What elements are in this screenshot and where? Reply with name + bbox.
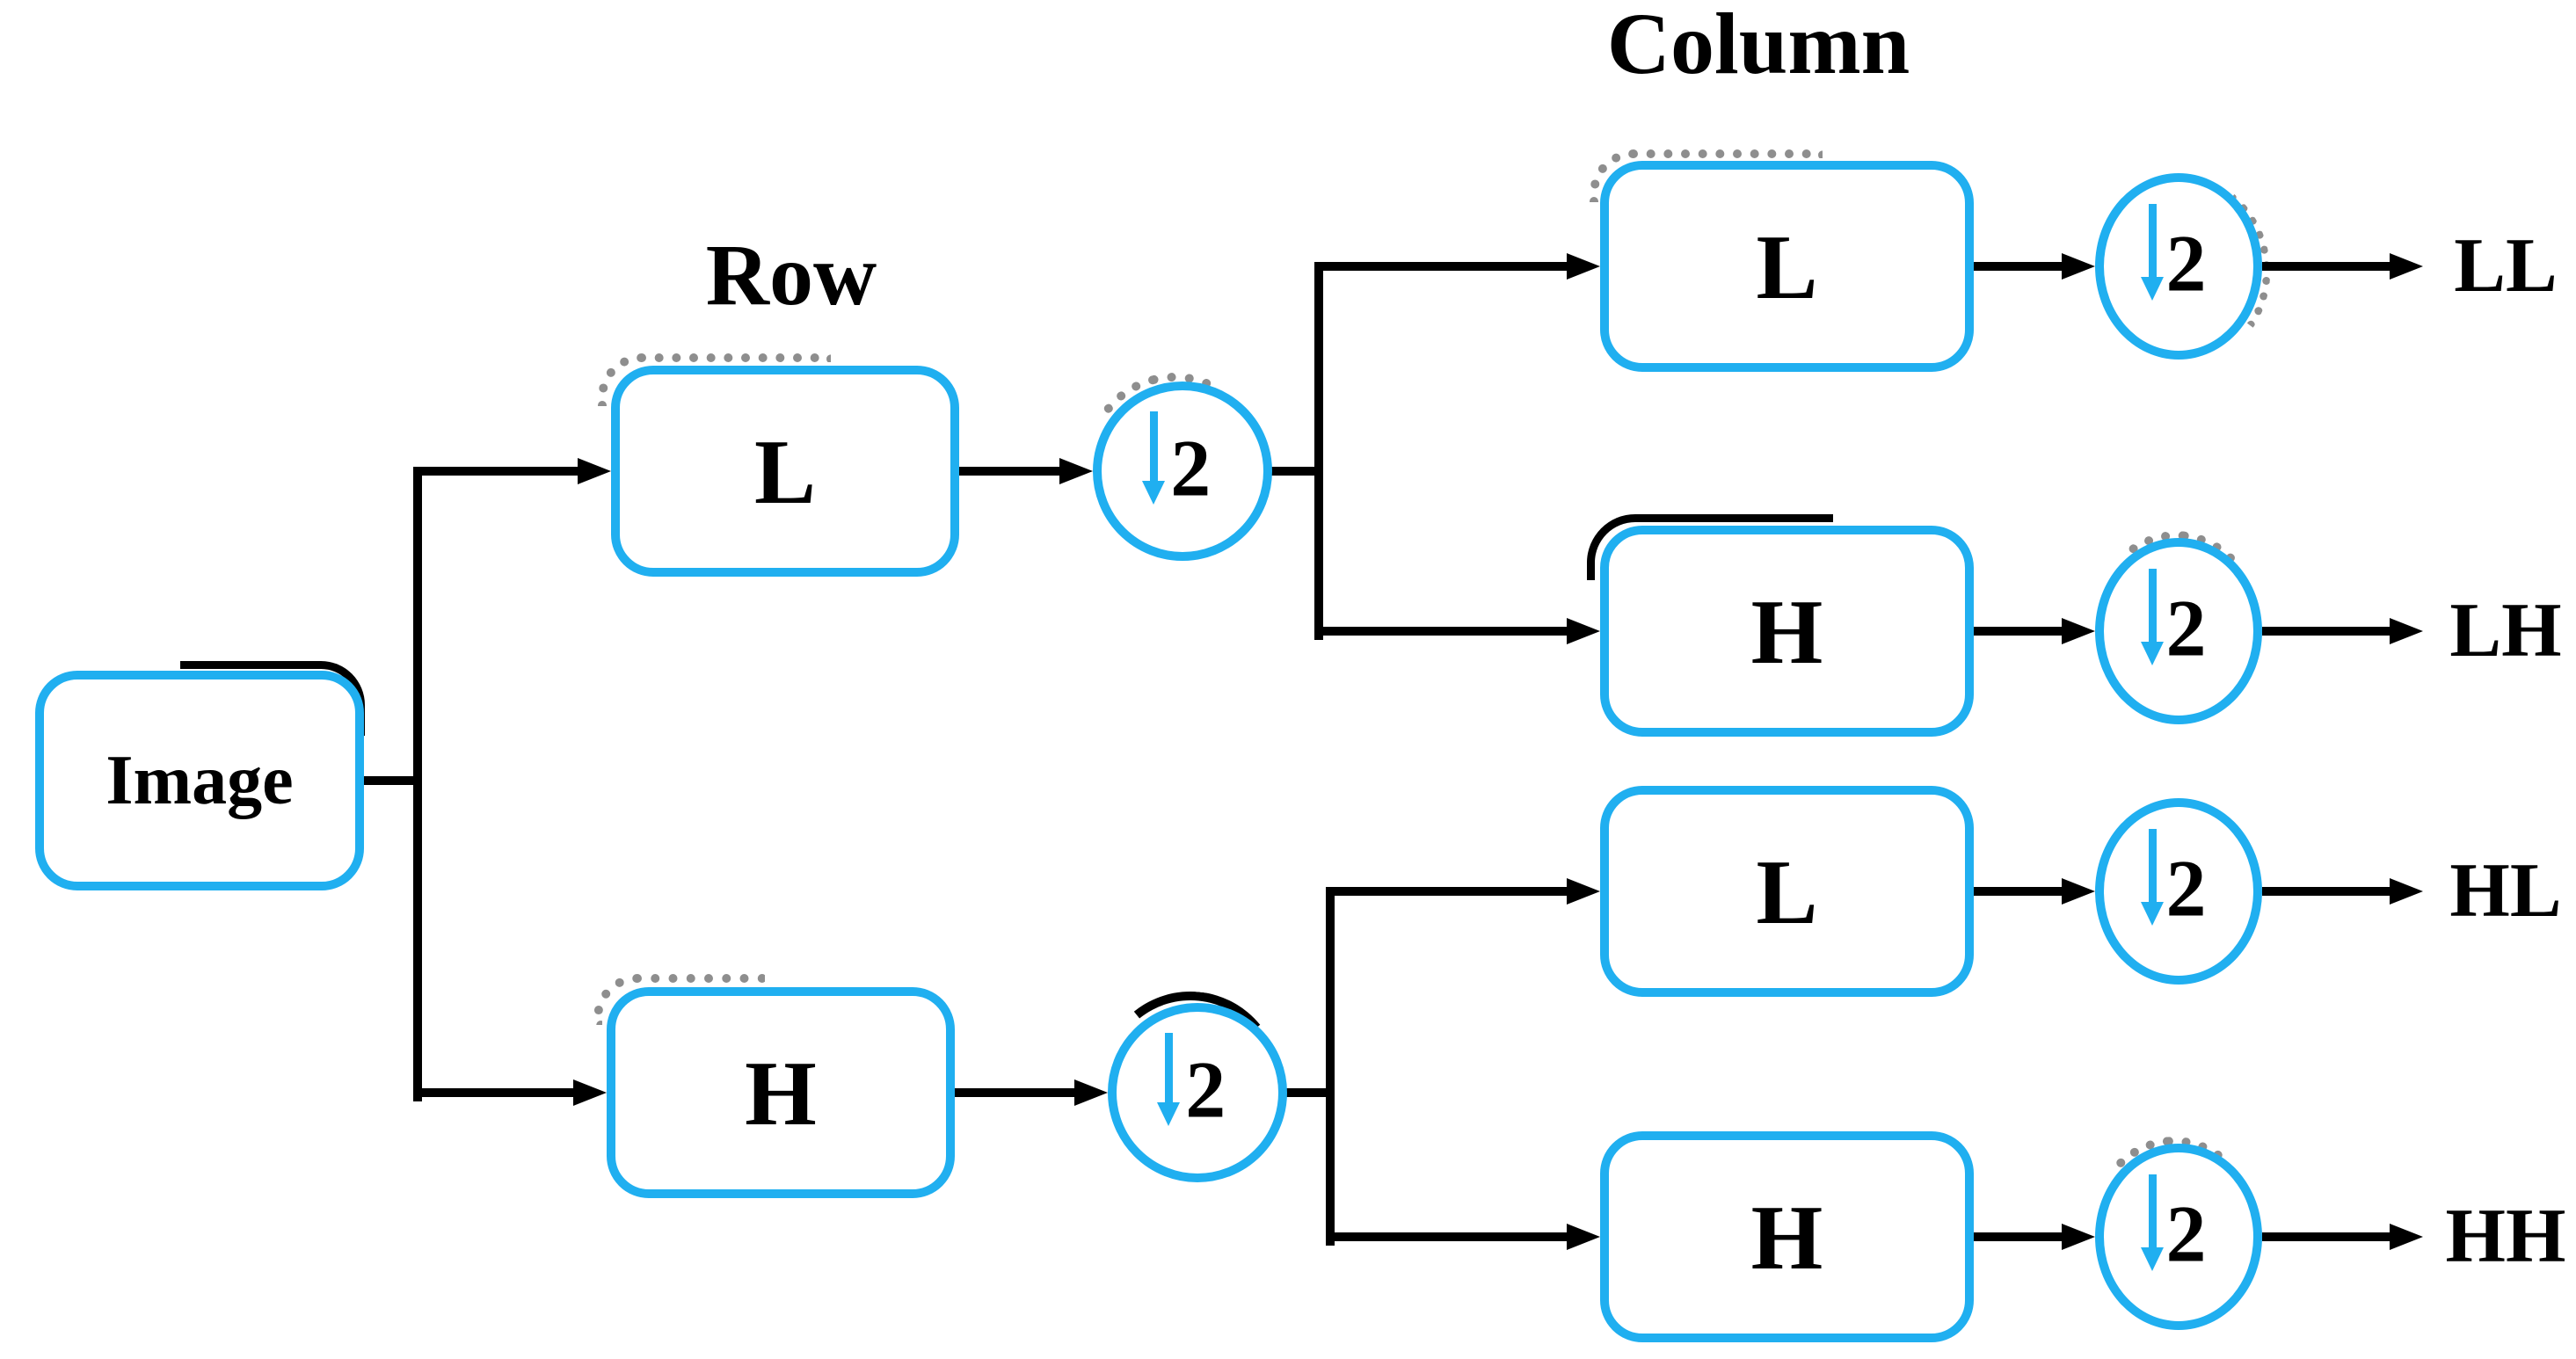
connector-downsample-low-stub — [1269, 467, 1319, 476]
column-lh-filter-box: H — [1600, 526, 1974, 737]
row-high-filter-box: H — [607, 987, 955, 1198]
connector-high-branch-trunk — [1326, 887, 1335, 1246]
output-label-hh: HH — [2445, 1194, 2566, 1279]
connector-to-row-high — [413, 1088, 573, 1097]
arrowhead-to-ll-label — [2390, 253, 2423, 280]
column-ll-filter-label: L — [1756, 214, 1818, 318]
arrowhead-to-column-hl — [1567, 878, 1600, 905]
connector-low-branch-trunk — [1314, 262, 1323, 640]
downsample-circle-ll: 2 — [2095, 173, 2262, 360]
output-label-lh: LH — [2449, 588, 2562, 673]
output-label-ll: LL — [2454, 223, 2558, 309]
connector-column-ll-to-downsample — [1974, 262, 2062, 271]
downsample-factor: 2 — [1185, 1044, 1226, 1135]
connector-row-high-to-downsample — [955, 1088, 1074, 1097]
arrowhead-column-ll-to-downsample — [2062, 253, 2095, 280]
column-lh-filter-label: H — [1750, 579, 1823, 683]
connector-to-column-hh — [1326, 1232, 1567, 1241]
arrowhead-column-lh-to-downsample — [2062, 618, 2095, 644]
connector-to-ll-label — [2262, 262, 2390, 271]
arrowhead-to-hh-label — [2390, 1224, 2423, 1250]
connector-to-hl-label — [2262, 887, 2390, 896]
arrowhead-row-low-to-downsample — [1059, 458, 1093, 484]
column-stage-title: Column — [1606, 0, 1910, 92]
downsample-factor: 2 — [2165, 843, 2207, 934]
column-hl-filter-label: L — [1756, 839, 1818, 943]
arrowhead-to-row-high — [573, 1079, 607, 1106]
output-label-hl: HL — [2449, 848, 2562, 934]
arrowhead-to-hl-label — [2390, 878, 2423, 905]
row-low-filter-box: L — [611, 366, 959, 577]
downsample-factor: 2 — [2165, 218, 2207, 309]
arrowhead-to-lh-label — [2390, 618, 2423, 644]
arrowhead-column-hl-to-downsample — [2062, 878, 2095, 905]
connector-column-lh-to-downsample — [1974, 627, 2062, 636]
arrowhead-to-row-low — [578, 458, 611, 484]
downsample-circle-hh: 2 — [2095, 1144, 2262, 1330]
downsample-circle-hl: 2 — [2095, 798, 2262, 985]
row-high-filter-label: H — [745, 1041, 817, 1145]
row-low-filter-label: L — [753, 419, 817, 523]
downsample-circle-row-low: 2 — [1093, 382, 1272, 561]
connector-to-column-lh — [1314, 627, 1567, 636]
image-source-label: Image — [106, 741, 294, 819]
arrowhead-row-high-to-downsample — [1074, 1079, 1108, 1106]
row-high-box-shadow-artifact — [593, 974, 765, 1025]
connector-image-branch-trunk — [413, 467, 422, 1101]
arrowhead-to-column-ll — [1567, 253, 1600, 280]
arrowhead-to-column-lh — [1567, 618, 1600, 644]
column-hh-filter-box: H — [1600, 1131, 1974, 1342]
row-stage-title: Row — [705, 226, 877, 323]
connector-column-hl-to-downsample — [1974, 887, 2062, 896]
connector-to-hh-label — [2262, 1232, 2390, 1241]
column-hl-filter-box: L — [1600, 786, 1974, 997]
connector-to-row-low — [413, 467, 578, 476]
downsample-factor: 2 — [2165, 1188, 2207, 1279]
connector-to-column-hl — [1326, 887, 1567, 896]
downsample-factor: 2 — [2165, 583, 2207, 673]
arrowhead-to-column-hh — [1567, 1224, 1600, 1250]
downsample-factor: 2 — [1170, 423, 1212, 513]
downsample-circle-row-high: 2 — [1108, 1003, 1287, 1182]
connector-downsample-high-stub — [1284, 1088, 1330, 1097]
connector-column-hh-to-downsample — [1974, 1232, 2062, 1241]
column-lh-box-shadow-artifact — [1587, 514, 1833, 580]
row-low-box-shadow-artifact — [598, 353, 831, 406]
connector-to-lh-label — [2262, 627, 2390, 636]
column-hh-filter-label: H — [1750, 1185, 1823, 1289]
column-ll-filter-box: L — [1600, 161, 1974, 372]
connector-row-low-to-downsample — [958, 467, 1059, 476]
arrowhead-column-hh-to-downsample — [2062, 1224, 2095, 1250]
image-source-box: Image — [35, 671, 364, 890]
column-ll-box-shadow-artifact — [1590, 149, 1823, 202]
connector-image-stub — [359, 776, 420, 785]
downsample-circle-lh: 2 — [2095, 538, 2262, 724]
connector-to-column-ll — [1314, 262, 1567, 271]
